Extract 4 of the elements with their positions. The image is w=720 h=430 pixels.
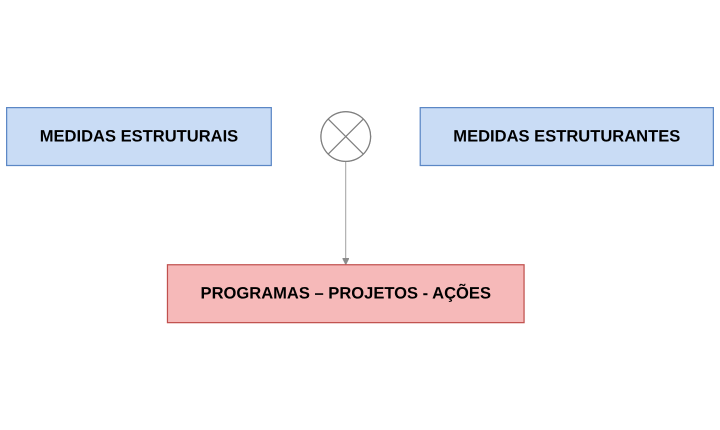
node-box: MEDIDAS ESTRUTURANTES	[420, 106, 714, 166]
node-box: MEDIDAS ESTRUTURAIS	[6, 106, 272, 166]
arrow	[342, 160, 350, 265]
node-box: PROGRAMAS – PROJETOS - AÇÕES	[166, 264, 525, 324]
